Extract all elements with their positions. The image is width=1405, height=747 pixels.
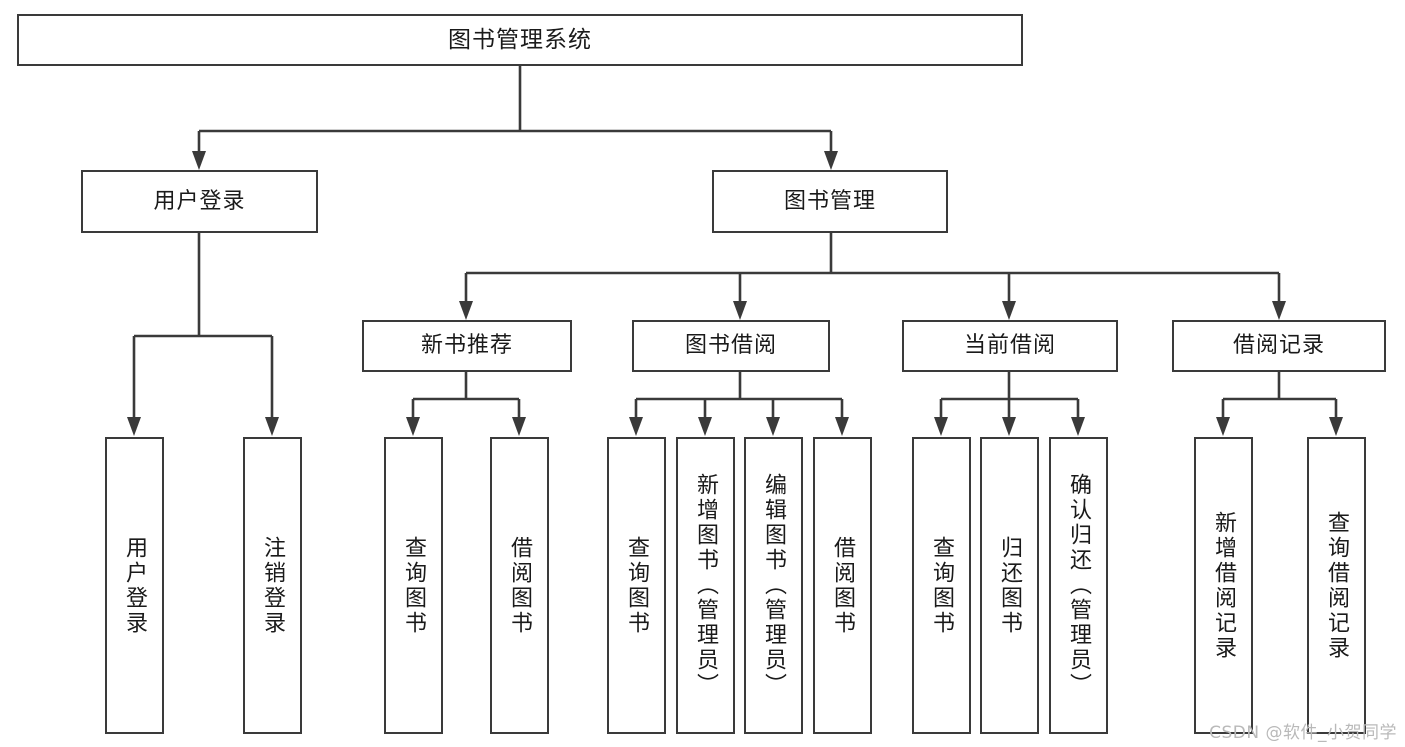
leaf-user-login-login[interactable]: 用户登录 [105, 437, 164, 734]
node-label: 新增图书（管理员） [693, 473, 719, 698]
node-label: 新书推荐 [420, 333, 513, 359]
node-label: 图书管理系统 [448, 26, 592, 53]
node-label: 编辑图书（管理员） [761, 473, 787, 698]
leaf-current-borrow-return[interactable]: 归还图书 [980, 437, 1039, 734]
leaf-book-borrow-query[interactable]: 查询图书 [607, 437, 666, 734]
node-borrow-record[interactable]: 借阅记录 [1172, 320, 1386, 372]
csdn-watermark: CSDN @软件_小贺同学 [1209, 723, 1397, 743]
connector-bookborrow-to-leaves [629, 372, 849, 436]
connector-bookmgmt-to-level2 [459, 233, 1286, 320]
node-label: 新增借阅记录 [1211, 510, 1237, 661]
leaf-user-login-logout[interactable]: 注销登录 [243, 437, 302, 734]
leaf-current-borrow-query[interactable]: 查询图书 [912, 437, 971, 734]
node-label: 查询图书 [401, 535, 427, 636]
leaf-book-borrow-add[interactable]: 新增图书（管理员） [676, 437, 735, 734]
node-label: 查询图书 [929, 535, 955, 636]
connector-userlogin-to-leaves [127, 233, 279, 436]
node-label: 查询借阅记录 [1324, 510, 1350, 661]
node-label: 查询图书 [624, 535, 650, 636]
node-label: 注销登录 [260, 535, 286, 636]
node-label: 借阅图书 [507, 535, 533, 636]
node-new-book-recommend[interactable]: 新书推荐 [362, 320, 572, 372]
leaf-book-borrow-borrow[interactable]: 借阅图书 [813, 437, 872, 734]
node-label: 确认归还（管理员） [1066, 473, 1092, 698]
leaf-current-borrow-confirm-return[interactable]: 确认归还（管理员） [1049, 437, 1108, 734]
connector-newbook-to-leaves [406, 372, 526, 436]
node-root-library-system[interactable]: 图书管理系统 [17, 14, 1023, 66]
node-label: 图书借阅 [684, 333, 777, 359]
node-label: 当前借阅 [963, 333, 1056, 359]
node-current-borrow[interactable]: 当前借阅 [902, 320, 1118, 372]
node-user-login[interactable]: 用户登录 [81, 170, 318, 233]
node-label: 归还图书 [997, 535, 1023, 636]
connector-borrowrecord-to-leaves [1216, 372, 1343, 436]
connector-currentborrow-to-leaves [934, 372, 1085, 436]
node-label: 图书管理 [783, 188, 876, 214]
leaf-borrow-record-add[interactable]: 新增借阅记录 [1194, 437, 1253, 734]
leaf-book-borrow-edit[interactable]: 编辑图书（管理员） [744, 437, 803, 734]
node-book-management[interactable]: 图书管理 [712, 170, 948, 233]
node-label: 借阅图书 [830, 535, 856, 636]
leaf-new-book-query[interactable]: 查询图书 [384, 437, 443, 734]
node-label: 借阅记录 [1232, 333, 1325, 359]
node-label: 用户登录 [153, 188, 246, 214]
leaf-borrow-record-query[interactable]: 查询借阅记录 [1307, 437, 1366, 734]
node-label: 用户登录 [122, 535, 148, 636]
leaf-new-book-borrow[interactable]: 借阅图书 [490, 437, 549, 734]
node-book-borrow[interactable]: 图书借阅 [632, 320, 830, 372]
connector-root-to-level1 [192, 66, 838, 170]
